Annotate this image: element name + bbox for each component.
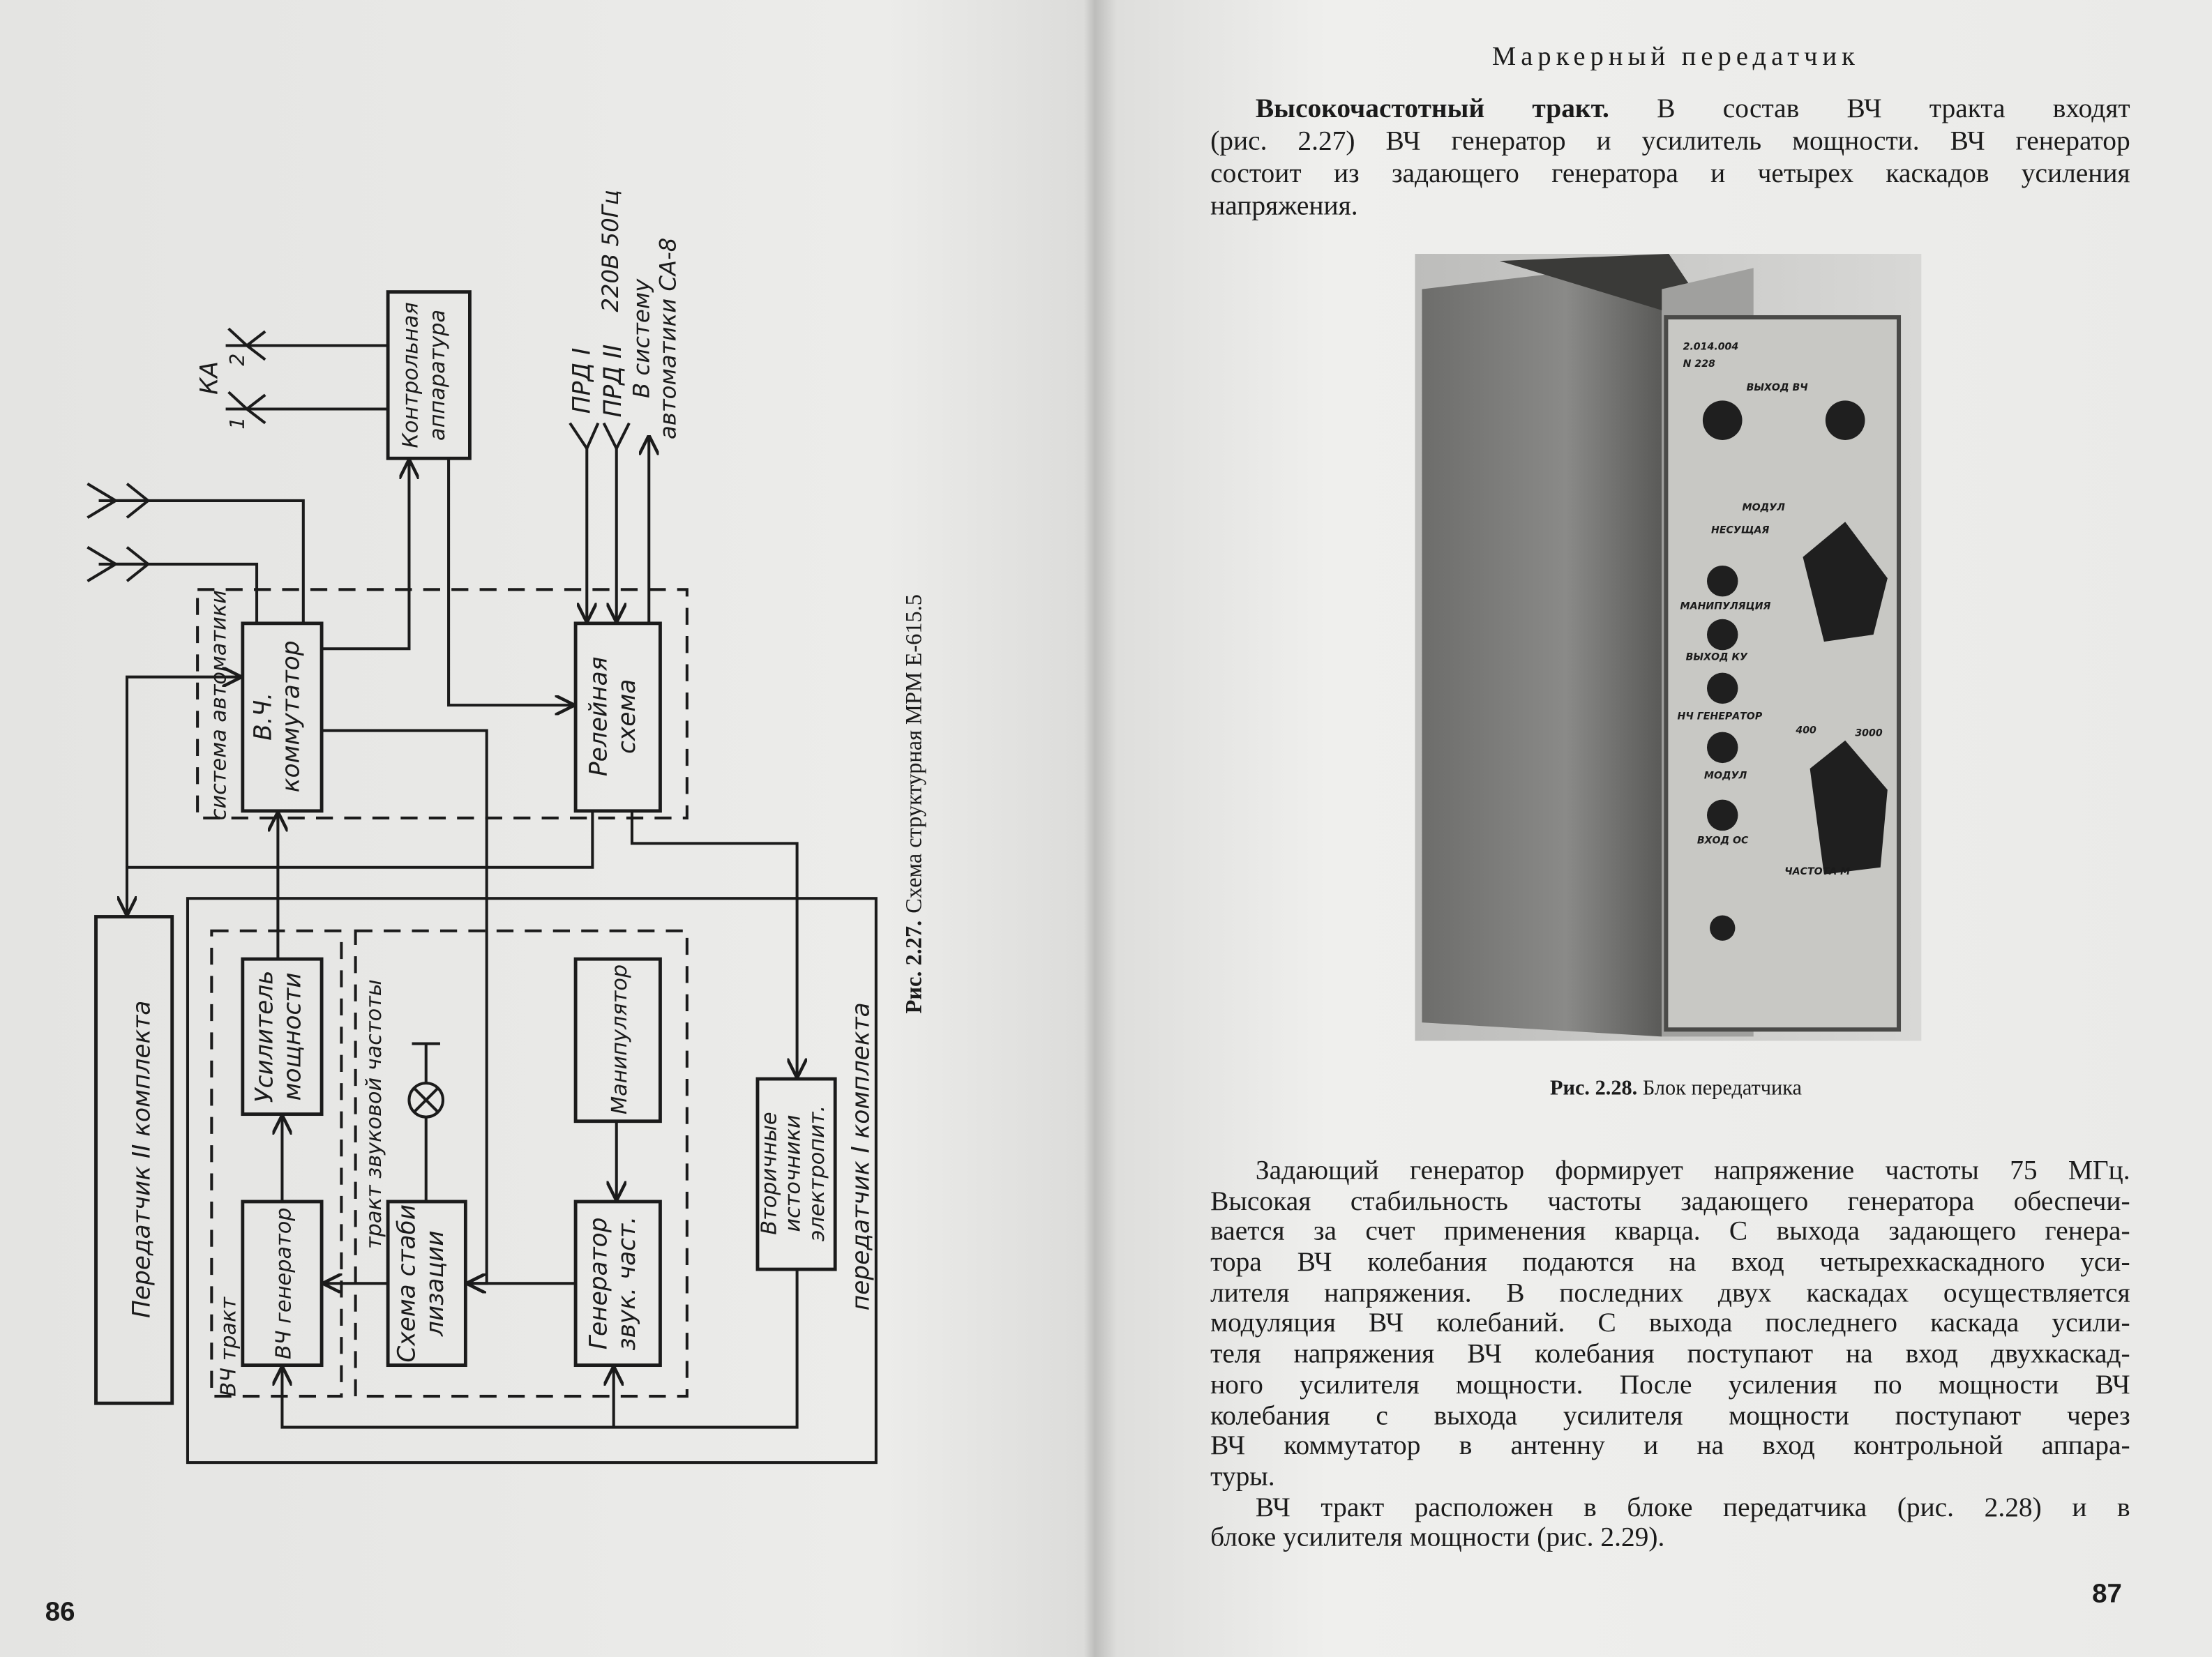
control-equipment-block: [386, 290, 472, 460]
mains-label: 220В 50Гц: [597, 190, 624, 312]
photo-label-ku-out: ВЫХОД КУ: [1686, 651, 1748, 663]
hf-path-group-label: ВЧ тракт: [217, 1296, 241, 1397]
ka-2-label: 2: [226, 354, 249, 366]
af-generator-label: Генераторзвук. част.: [585, 1216, 641, 1351]
af-path-group-label: тракт звуковой частоты: [362, 979, 386, 1249]
text-line: напряжения.: [1210, 192, 1358, 222]
photo-label-carrier: НЕСУЩАЯ: [1711, 524, 1769, 536]
prd-1-label: ПРД I: [568, 348, 596, 414]
text-line: колебания с выхода усилителя мощности по…: [1210, 1401, 2130, 1431]
to-automation-label: В системуавтоматики СА-8: [628, 238, 681, 439]
prd-2-label: ПРД II: [599, 345, 627, 418]
photo-label-serial: 2.014.004: [1683, 342, 1739, 353]
antenna-icon: [86, 482, 149, 519]
manipulator-label: Манипулятор: [608, 964, 632, 1114]
paragraph-master-oscillator: Задающий генератор формирует напряжение …: [1210, 1156, 2130, 1554]
photo-label-hf-out: ВЫХОД ВЧ: [1747, 382, 1809, 393]
power-amplifier-block: [241, 957, 324, 1117]
antenna-icon: [225, 391, 266, 425]
text-line: Высокочастотный тракт. В состав ВЧ тракт…: [1255, 94, 2130, 124]
indicator-lamp-icon: [407, 1082, 445, 1119]
power-amplifier-label: Усилительмощности: [250, 970, 306, 1103]
photo-label-freq: ЧАСТОТА М: [1784, 866, 1850, 877]
photo-label-lf-gen: НЧ ГЕНЕРАТОР: [1678, 711, 1763, 722]
text-line: ВЧ коммутатор в антенну и на вход контро…: [1210, 1432, 2130, 1462]
lead-heading: Высокочастотный тракт.: [1255, 94, 1609, 124]
transmitter-1-group-border: [186, 897, 878, 1465]
antenna-icon: [86, 545, 149, 582]
photo-label-modul: МОДУЛ: [1704, 770, 1747, 781]
power-supply-label: Вторичныеисточникиэлектропит.: [757, 1105, 829, 1241]
text-line: туры.: [1210, 1462, 1275, 1492]
photo-label-400: 400: [1795, 725, 1816, 736]
text-line: ного усилителя мощности. После усиления …: [1210, 1370, 2130, 1400]
text-line: вается за счет применения кварца. С выхо…: [1210, 1218, 2130, 1248]
hf-switch-label: В.Ч.коммутатор: [249, 640, 305, 792]
paragraph-hf-path: Высокочастотный тракт. В состав ВЧ тракт…: [1210, 93, 2130, 222]
photo-label-os-in: ВХОД ОС: [1697, 835, 1749, 846]
ka-1-label: 1: [226, 417, 249, 430]
figure-2-28-caption: Рис. 2.28. Блок передатчика: [1549, 1077, 1803, 1100]
af-path-group-border: [354, 929, 689, 1398]
automation-group-border: [196, 588, 689, 819]
transmitter-unit-photo: 2.014.004 N 228 ВЫХОД ВЧ МОДУЛ НЕСУЩАЯ М…: [1415, 254, 1922, 1041]
text-line: Задающий генератор формирует напряжение …: [1255, 1156, 2130, 1186]
transmitter-1-group-label: передатчик I комплекта: [848, 1002, 875, 1310]
transmitter-2-block: [94, 915, 174, 1405]
running-head: Маркерный передатчик: [1492, 42, 1860, 73]
text-line: состоит из задающего генератора и четыре…: [1210, 159, 2130, 189]
text-line: (рис. 2.27) ВЧ генератор и усилитель мощ…: [1210, 127, 2130, 157]
photo-label-manip: МАНИПУЛЯЦИЯ: [1680, 601, 1771, 612]
text-line: лителя напряжения. В последних двух каск…: [1210, 1278, 2130, 1309]
text-line: тора ВЧ колебания подаются на вход четыр…: [1210, 1248, 2130, 1278]
text-line: модуляция ВЧ колебаний. С выхода последн…: [1210, 1309, 2130, 1340]
text-line: ВЧ тракт расположен в блоке передатчика …: [1255, 1492, 2130, 1523]
transmitter-2-label: Передатчик II комплекта: [128, 1001, 156, 1318]
stabilization-label: Схема стабилизации: [393, 1204, 449, 1363]
photo-label-modul-top: МОДУЛ: [1743, 502, 1786, 513]
photo-label-number: N 228: [1683, 358, 1715, 370]
input-fork-icon: [569, 422, 631, 450]
figure-2-27-caption: Рис. 2.27.Схема структурная МРМ Е-615.5: [901, 594, 926, 1013]
text-line: Высокая стабильность частоты задающего г…: [1210, 1187, 2130, 1217]
text-line: теля напряжения ВЧ колебания поступают н…: [1210, 1340, 2130, 1370]
relay-circuit-label: Релейнаясхема: [585, 657, 641, 776]
automation-group-label: система автоматики: [207, 590, 232, 820]
text-line: блоке усилителя мощности (рис. 2.29).: [1210, 1523, 1665, 1554]
relay-circuit-block: [573, 621, 662, 813]
hf-generator-label: ВЧ генератор: [272, 1207, 296, 1359]
antenna-icon: [225, 327, 266, 361]
page-number-left: 86: [45, 1598, 75, 1628]
hf-switch-block: [241, 621, 324, 813]
block-diagram: Передатчик II комплекта передатчик I ком…: [86, 190, 926, 1465]
ka-label: КА: [195, 361, 223, 395]
page-number-right: 87: [2092, 1579, 2122, 1610]
photo-label-3000: 3000: [1855, 728, 1883, 739]
